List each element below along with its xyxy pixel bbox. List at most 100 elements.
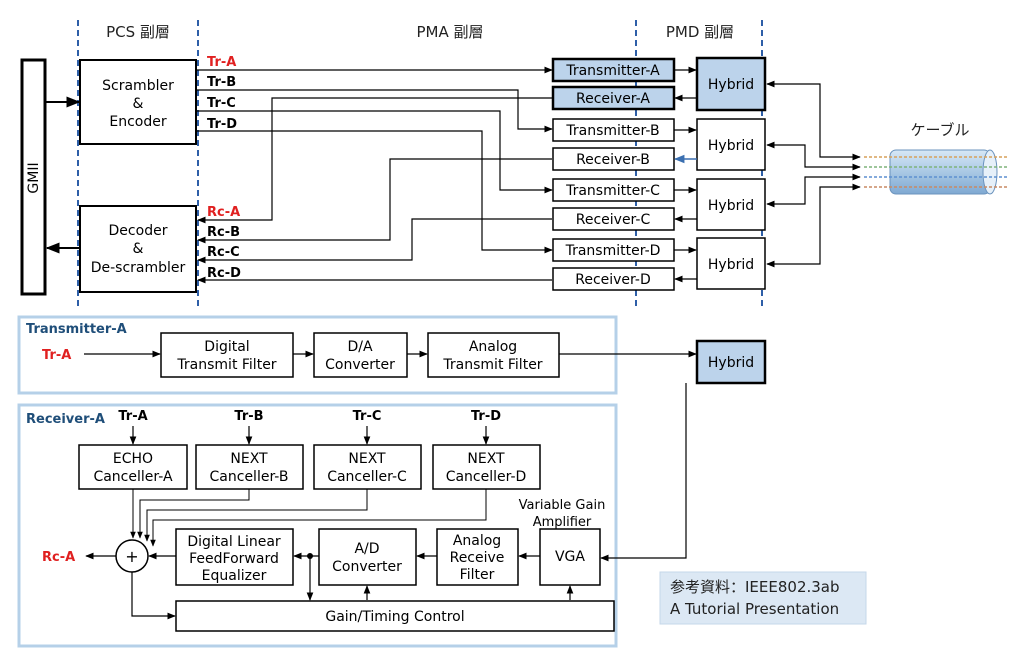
hybrid-c-block (696, 178, 766, 231)
ffe-label-2: FeedForward (189, 551, 279, 567)
canceller-input-tr-c: Tr-C (353, 409, 382, 424)
next-canceller-c-label-1: NEXT (348, 451, 386, 467)
transmitter-c-label: Transmitter-C (565, 183, 660, 199)
next-canceller-d-label-1: NEXT (467, 451, 505, 467)
analog-receive-filter-block (436, 528, 519, 586)
hybrid-d-cable-link (766, 183, 861, 268)
receiver-a-block (551, 85, 676, 111)
gmii-block (20, 58, 47, 296)
pmd-arrows (674, 66, 697, 283)
canceller-input-arrows (129, 426, 490, 445)
analog-transmit-filter-block (427, 332, 560, 378)
encoder-block (79, 59, 197, 145)
detail-hybrid-block (695, 339, 767, 385)
canceller-input-tr-b: Tr-B (234, 409, 263, 424)
hybrid-to-vga-line (600, 383, 687, 562)
hybrid-b-cable-link (766, 141, 861, 171)
cable-graphic (864, 149, 1008, 195)
transmitter-b-label: Transmitter-B (565, 123, 659, 139)
hybrid-c-cable-link (766, 173, 861, 208)
receiver-d-block (552, 267, 675, 291)
ffe-label-3: Equalizer (202, 568, 267, 584)
vga-label: VGA (555, 549, 585, 565)
echo-canceller-a-label-2: Canceller-A (93, 469, 173, 485)
receiver-c-block (552, 207, 675, 231)
tx-signal-c: Tr-C (207, 96, 236, 111)
next-canceller-d-label-2: Canceller-D (446, 469, 527, 485)
transmitter-a-label: Transmitter-A (565, 63, 660, 79)
analog-receive-filter-label-1: Analog (453, 533, 501, 549)
decoder-block (79, 205, 197, 293)
pma-blocks: Transmitter-A Receiver-A Transmitter-B R… (551, 57, 676, 291)
ad-converter-block (318, 528, 417, 586)
adder-symbol: + (125, 547, 138, 566)
ad-converter-label-1: A/D (354, 541, 379, 557)
next-canceller-b-label-2: Canceller-B (210, 469, 289, 485)
tx-signal-a: Tr-A (207, 55, 236, 70)
next-b-to-adder (137, 489, 250, 539)
digital-transmit-filter-label-1: Digital (204, 339, 249, 355)
rx-detail-title: Receiver-A (26, 412, 105, 427)
da-converter-block (313, 332, 408, 378)
reference-note-box (659, 571, 867, 625)
echo-canceller-a-label-1: ECHO (113, 451, 153, 467)
receiver-b-label: Receiver-B (576, 152, 650, 168)
digital-transmit-filter-label-2: Transmit Filter (176, 357, 276, 373)
reference-note-line-1: 参考資料：IEEE802.3ab (670, 578, 840, 596)
rx-signal-a: Rc-A (207, 205, 240, 220)
hybrid-b-block (696, 118, 766, 171)
rx-signal-b: Rc-B (207, 225, 240, 240)
pma-layer-label: PMA 副層 (416, 23, 483, 41)
canceller-input-tr-a: Tr-A (118, 409, 147, 424)
hybrid-c-label: Hybrid (708, 198, 754, 214)
tx-detail-title: Transmitter-A (26, 322, 127, 337)
tx-routing (197, 66, 553, 254)
decoder-label-2: & (133, 241, 144, 257)
vga-block (539, 528, 601, 586)
tr-b-line (197, 89, 553, 133)
digital-transmit-filter-block (160, 332, 294, 378)
canceller-to-adder (130, 489, 487, 547)
gmii-label: GMII (26, 162, 42, 193)
rx-signal-d: Rc-D (207, 266, 241, 281)
next-canceller-b-label-1: NEXT (230, 451, 268, 467)
rc-a-line (197, 97, 552, 224)
detail-hybrid-label: Hybrid (708, 355, 754, 371)
hybrids: Hybrid Hybrid Hybrid Hybrid (695, 56, 767, 290)
hybrid-b-label: Hybrid (708, 138, 754, 154)
ffe-block (175, 528, 294, 586)
next-canceller-c-block (313, 444, 422, 490)
receiver-c-label: Receiver-C (576, 212, 651, 228)
next-canceller-c-label-2: Canceller-C (327, 469, 407, 485)
cable-label: ケーブル (910, 121, 969, 139)
hybrid-a-block (695, 56, 767, 112)
next-c-to-adder (144, 489, 368, 542)
canceller-input-tr-d: Tr-D (471, 409, 501, 424)
da-converter-label-1: D/A (347, 339, 372, 355)
gain-timing-control-block (175, 600, 615, 632)
analog-transmit-filter-label-1: Analog (469, 339, 517, 355)
reference-note-line-2: A Tutorial Presentation (670, 600, 839, 618)
analog-receive-filter-label-3: Filter (460, 567, 495, 583)
echo-canceller-a-block (78, 444, 188, 490)
vga-note-1: Variable Gain (519, 498, 606, 513)
decoder-label-1: Decoder (109, 223, 168, 239)
analog-transmit-filter-label-2: Transmit Filter (442, 357, 542, 373)
cable-links (766, 80, 861, 268)
rc-c-line (197, 218, 552, 264)
tr-d-line (197, 130, 553, 254)
analog-receive-filter-label-2: Receive (450, 550, 505, 566)
gain-timing-control-label: Gain/Timing Control (325, 609, 464, 625)
rx-detail-output: Rc-A (42, 550, 75, 565)
vga-note-2: Amplifier (533, 515, 592, 530)
transmitter-d-label: Transmitter-D (565, 243, 661, 259)
adder-to-gain-line (131, 572, 176, 620)
pmd-layer-label: PMD 副層 (666, 23, 734, 41)
da-converter-label-2: Converter (325, 357, 395, 373)
tx-signal-b: Tr-B (207, 75, 236, 90)
hybrid-a-label: Hybrid (708, 77, 754, 93)
encoder-label-2: & (133, 96, 144, 112)
tx-signal-d: Tr-D (207, 117, 237, 132)
cable-end (982, 149, 998, 195)
